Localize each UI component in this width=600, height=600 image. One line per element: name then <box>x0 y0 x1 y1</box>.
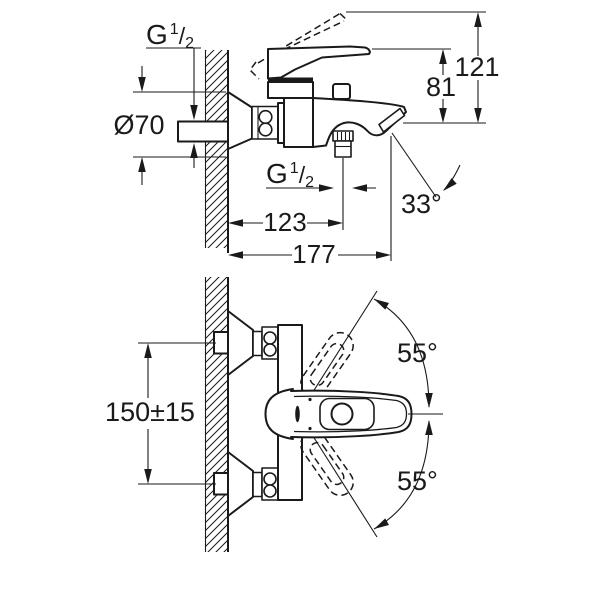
supply-pipe <box>177 120 229 143</box>
dim-spout-projection: 177 <box>228 136 392 269</box>
faucet-body-side <box>283 97 314 148</box>
nut-ball-upper <box>258 109 273 125</box>
dim-arrow <box>319 184 334 192</box>
dome-slot-mark <box>295 405 300 423</box>
union-ring-lower <box>252 471 263 498</box>
escutcheon-cone-lower <box>227 451 254 517</box>
spout-angle-label: 33° <box>401 189 442 219</box>
plan-view: 55° 55° 150±15 <box>105 277 443 552</box>
dim-arrow <box>190 105 198 120</box>
dim-arrow <box>144 469 152 484</box>
union-nut-lower <box>261 467 279 501</box>
supply-stub-lower <box>213 472 229 496</box>
dim-handle-swing: 55° 55° <box>372 295 443 533</box>
handle-grip-recess <box>319 397 375 431</box>
union-nut-upper <box>261 326 279 360</box>
handle-swing-lower-dashed <box>300 430 354 497</box>
wall-section-side <box>204 50 229 253</box>
dome-dot-upper <box>308 397 312 402</box>
dim-escutcheon-diameter: Ø70 <box>113 66 226 185</box>
dim-arrow <box>376 251 391 259</box>
dim-lever-height: 81 <box>372 48 456 123</box>
escutcheon-cone-side <box>227 91 253 150</box>
escutcheon-cone-upper <box>227 310 254 376</box>
dim-arrow <box>328 219 343 227</box>
wall-hatch <box>205 277 228 552</box>
dim-arrow <box>228 251 243 259</box>
union-ring-upper <box>252 330 263 357</box>
swing-line-upper <box>303 290 378 407</box>
dim-arrow <box>474 108 482 123</box>
dim-arrow <box>144 343 152 358</box>
handle-inner-contour <box>293 395 408 433</box>
dim-arrow <box>474 12 482 27</box>
shower-outlet <box>332 130 354 158</box>
supply-stub-upper <box>213 331 229 355</box>
dim-spout-angle: 33° <box>391 132 461 219</box>
shower-outlet-offset-label: 123 <box>263 207 306 237</box>
dim-arrow <box>440 178 457 194</box>
handle-swing-upper-dashed <box>300 331 354 398</box>
handle-swing-lower-label: 55° <box>397 466 438 496</box>
lever-height-label: 81 <box>426 72 456 102</box>
dim-overall-height: 121 <box>346 11 500 124</box>
union-nut-side <box>251 105 279 140</box>
handle-button <box>330 402 354 426</box>
dim-arrow <box>138 157 146 172</box>
cartridge-housing <box>267 81 314 99</box>
handle-swing-upper-label: 55° <box>397 338 438 368</box>
connection-centers-label: 150±15 <box>105 397 195 427</box>
dim-arrow <box>228 219 243 227</box>
dim-arrow <box>439 108 447 123</box>
diverter-knob <box>332 83 351 100</box>
overall-height-label: 121 <box>454 52 499 82</box>
dim-arrow <box>425 393 433 408</box>
spout-projection-label: 177 <box>292 239 335 269</box>
dim-arrow <box>425 420 433 435</box>
escutcheon-diameter-label: Ø70 <box>113 110 164 140</box>
dim-arrow <box>138 77 146 92</box>
cartridge-cap-ring <box>268 77 313 82</box>
cartridge-dome-fill <box>265 389 293 439</box>
nut-ball-lower <box>258 122 273 137</box>
cartridge-dome-outline <box>264 388 294 440</box>
wall-section-plan <box>204 277 229 552</box>
dome-dot-lower <box>308 426 312 431</box>
dim-arrow <box>439 49 447 64</box>
swing-line-lower <box>303 421 378 538</box>
dim-connection-centers: 150±15 <box>105 342 216 485</box>
wall-hatch <box>205 50 228 248</box>
aerator-mousseur <box>378 107 406 133</box>
dim-shower-outlet-offset: 123 <box>228 207 343 237</box>
spout-side <box>312 97 407 148</box>
lever-handle-side <box>267 45 371 80</box>
